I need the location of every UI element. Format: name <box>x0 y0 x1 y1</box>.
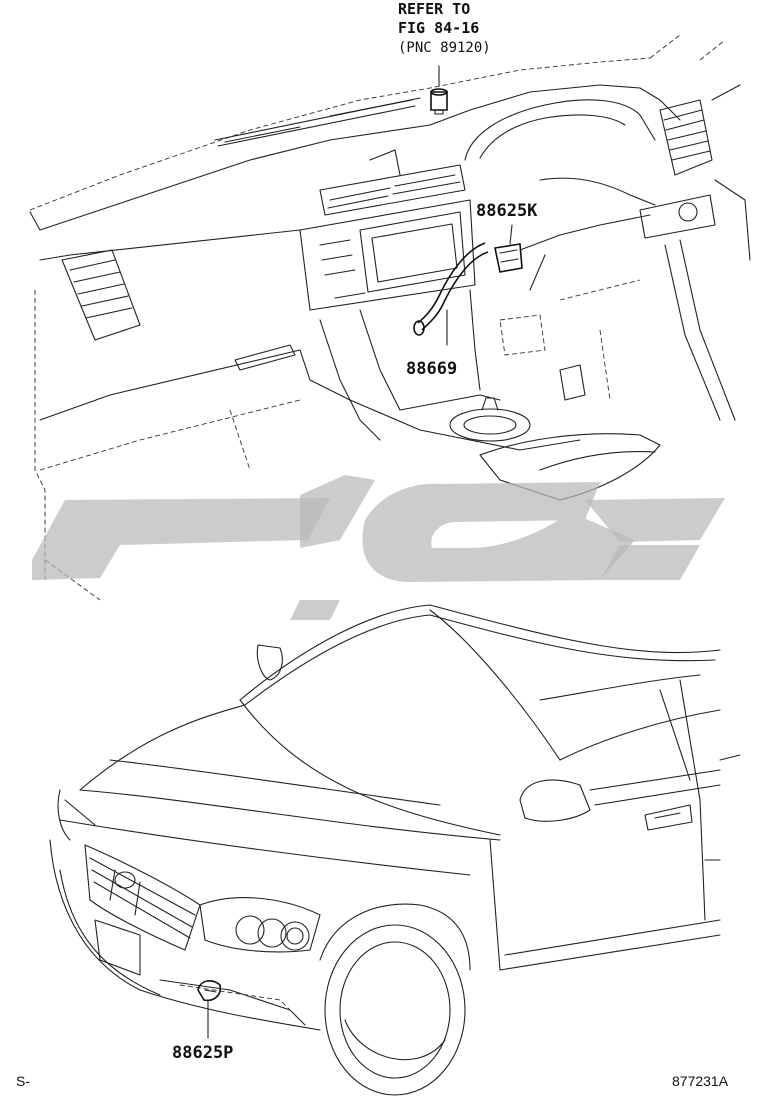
figure-id: 877231A <box>672 1073 729 1089</box>
car-illustration <box>49 604 741 1096</box>
right-air-vent <box>659 99 713 176</box>
part-label-88669[interactable]: 88669 <box>406 359 457 379</box>
aspirator-part <box>430 65 448 115</box>
defrost-vent <box>224 99 413 143</box>
shift-lever <box>449 397 531 442</box>
center-air-vent <box>319 149 466 216</box>
reference-line-1: REFER TO <box>398 0 470 18</box>
part-label-88625K[interactable]: 88625K <box>476 201 538 221</box>
part-label-88625P[interactable]: 88625P <box>172 1043 233 1063</box>
reference-note: REFER TO FIG 84-16 (PNC 89120) <box>398 0 491 56</box>
front-grille <box>84 844 201 951</box>
temperature-sensor-assembly <box>413 224 523 346</box>
footer-left-code: S- <box>16 1073 30 1089</box>
side-mirror <box>519 779 591 822</box>
front-ambient-sensor <box>197 980 222 1039</box>
reference-line-2: FIG 84-16 <box>398 19 479 37</box>
watermark-logo <box>32 475 725 620</box>
dashboard-illustration <box>29 34 751 601</box>
front-wheel <box>324 924 466 1096</box>
center-display-unit <box>299 199 476 311</box>
headlight <box>199 897 321 953</box>
left-air-vent <box>61 249 141 341</box>
reference-line-3: (PNC 89120) <box>398 40 491 56</box>
